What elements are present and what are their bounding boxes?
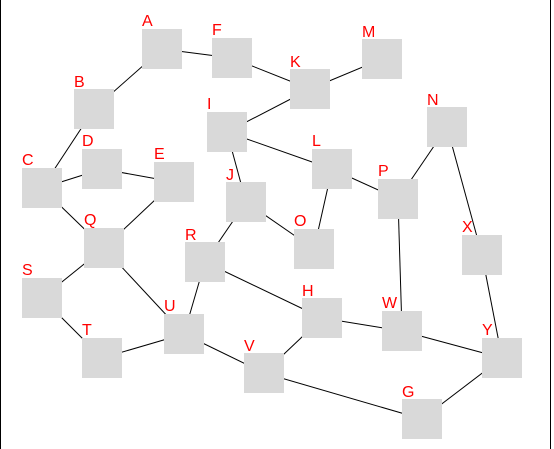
node-g-label: G xyxy=(402,384,415,401)
edge-n-x xyxy=(446,126,483,256)
node-h[interactable] xyxy=(302,298,342,338)
node-q[interactable] xyxy=(84,228,124,268)
node-r[interactable] xyxy=(185,242,225,282)
node-f[interactable] xyxy=(212,38,252,78)
node-g[interactable] xyxy=(402,399,442,439)
node-v[interactable] xyxy=(244,353,284,393)
node-d-label: D xyxy=(82,133,94,150)
node-b[interactable] xyxy=(74,89,114,129)
node-s[interactable] xyxy=(22,278,62,318)
node-c-label: C xyxy=(22,152,34,169)
node-u[interactable] xyxy=(164,314,204,354)
node-f-label: F xyxy=(212,22,222,39)
node-e[interactable] xyxy=(154,162,194,202)
node-j[interactable] xyxy=(226,182,266,222)
node-m-label: M xyxy=(362,24,376,41)
node-w[interactable] xyxy=(382,311,422,351)
node-p[interactable] xyxy=(378,179,418,219)
node-j-label: J xyxy=(226,167,234,184)
node-p-label: P xyxy=(378,163,389,180)
node-l-label: L xyxy=(312,133,321,150)
node-d[interactable] xyxy=(82,149,122,189)
node-u-label: U xyxy=(164,298,176,315)
node-i-label: I xyxy=(207,96,212,113)
node-x-label: X xyxy=(462,219,473,236)
node-x[interactable] xyxy=(462,235,502,275)
node-k-label: K xyxy=(290,54,301,71)
node-y[interactable] xyxy=(482,338,522,378)
node-a[interactable] xyxy=(142,29,182,69)
node-b-label: B xyxy=(74,74,85,91)
node-v-label: V xyxy=(244,338,255,355)
node-t[interactable] xyxy=(82,338,122,378)
node-o[interactable] xyxy=(294,229,334,269)
node-t-label: T xyxy=(82,322,92,339)
node-i[interactable] xyxy=(207,112,247,152)
node-y-label: Y xyxy=(482,322,493,339)
node-l[interactable] xyxy=(312,149,352,189)
node-e-label: E xyxy=(154,146,165,163)
node-c[interactable] xyxy=(22,168,62,208)
node-h-label: H xyxy=(302,283,314,300)
node-s-label: S xyxy=(22,262,33,279)
node-m[interactable] xyxy=(362,39,402,79)
node-k[interactable] xyxy=(290,69,330,109)
node-n-label: N xyxy=(427,92,439,109)
node-r-label: R xyxy=(185,227,197,244)
node-a-label: A xyxy=(142,13,153,30)
node-q-label: Q xyxy=(84,212,97,229)
node-w-label: W xyxy=(382,295,398,312)
node-n[interactable] xyxy=(427,107,467,147)
edge-v-g xyxy=(263,372,423,420)
node-o-label: O xyxy=(294,213,307,230)
edge-p-w xyxy=(397,198,403,332)
